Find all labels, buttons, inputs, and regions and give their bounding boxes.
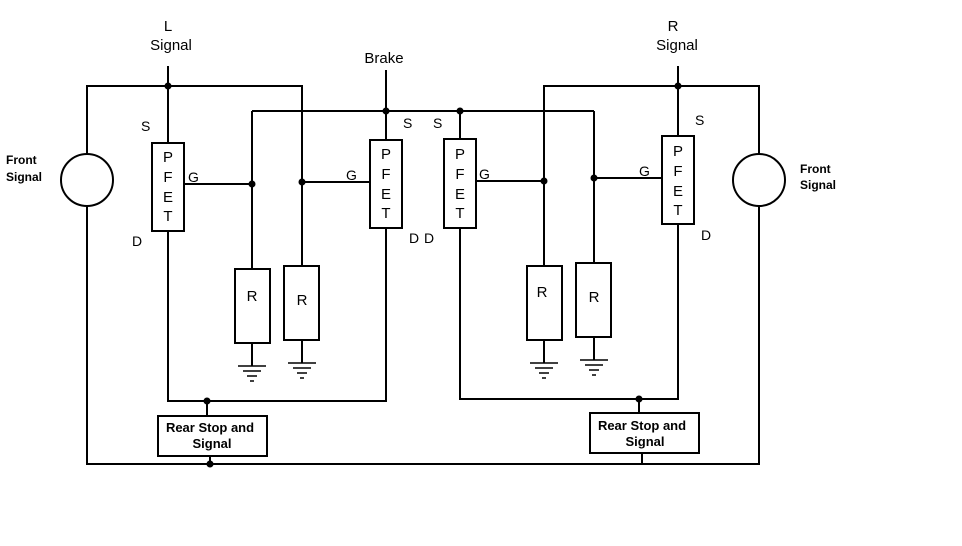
pfet-letter: F bbox=[163, 169, 172, 186]
resistor-3: R bbox=[526, 265, 563, 341]
pin-g-label: G bbox=[479, 166, 490, 182]
pfet-letter: P bbox=[381, 146, 391, 163]
pfet-letter: E bbox=[673, 183, 683, 200]
l-signal-label-line1: L bbox=[164, 18, 172, 35]
pfet-letter: P bbox=[673, 143, 683, 160]
ground-icon bbox=[288, 362, 316, 379]
pfet-1: P F E T bbox=[151, 142, 185, 232]
pfet-letter: F bbox=[455, 166, 464, 183]
rear-left-line2: Signal bbox=[192, 436, 231, 451]
pfet-letter: T bbox=[381, 205, 390, 222]
pfet-letter: P bbox=[163, 149, 173, 166]
front-signal-right-label-line1: Front bbox=[800, 162, 831, 176]
ground-icon bbox=[238, 365, 266, 382]
pin-s-label: S bbox=[403, 115, 412, 131]
rear-left-line1: Rear Stop and bbox=[166, 420, 254, 435]
pin-s-label: S bbox=[695, 112, 704, 128]
front-signal-left-label-line2: Signal bbox=[6, 170, 42, 184]
pfet-letter: F bbox=[381, 166, 390, 183]
pfet-letter: T bbox=[673, 202, 682, 219]
pfet-letter: P bbox=[455, 146, 465, 163]
pfet-4: P F E T bbox=[661, 135, 695, 225]
pfet-letter: F bbox=[673, 163, 682, 180]
pin-d-label: D bbox=[132, 233, 142, 249]
pin-g-label: G bbox=[639, 163, 650, 179]
rear-right-line1: Rear Stop and bbox=[598, 418, 686, 433]
pin-d-label: D bbox=[424, 230, 434, 246]
ground-icon bbox=[530, 362, 558, 379]
resistor-label: R bbox=[297, 292, 308, 309]
pin-s-label: S bbox=[433, 115, 442, 131]
ground-icon bbox=[580, 359, 608, 376]
pfet-letter: E bbox=[163, 189, 173, 206]
pfet-3: P F E T bbox=[443, 138, 477, 229]
resistor-4: R bbox=[575, 262, 612, 338]
resistor-label: R bbox=[537, 284, 548, 301]
brake-label: Brake bbox=[364, 50, 403, 67]
front-signal-right-label-line2: Signal bbox=[800, 178, 836, 192]
front-signal-left-lamp bbox=[60, 153, 114, 207]
resistor-label: R bbox=[589, 289, 600, 306]
rear-stop-signal-left: Rear Stop and Signal bbox=[157, 415, 268, 457]
r-signal-label-line2: Signal bbox=[656, 37, 698, 54]
resistor-2: R bbox=[283, 265, 320, 341]
resistor-1: R bbox=[234, 268, 271, 344]
rear-right-line2: Signal bbox=[625, 434, 664, 449]
pfet-letter: E bbox=[455, 186, 465, 203]
pfet-letter: E bbox=[381, 186, 391, 203]
front-signal-left-label-line1: Front bbox=[6, 153, 37, 167]
resistor-label: R bbox=[247, 288, 258, 305]
pin-g-label: G bbox=[346, 167, 357, 183]
pin-d-label: D bbox=[409, 230, 419, 246]
front-signal-right-lamp bbox=[732, 153, 786, 207]
pfet-2: P F E T bbox=[369, 139, 403, 229]
pfet-letter: T bbox=[455, 205, 464, 222]
l-signal-label-line2: Signal bbox=[150, 37, 192, 54]
pin-s-label: S bbox=[141, 118, 150, 134]
rear-stop-signal-right: Rear Stop and Signal bbox=[589, 412, 700, 454]
r-signal-label-line1: R bbox=[668, 18, 679, 35]
pin-d-label: D bbox=[701, 227, 711, 243]
pin-g-label: G bbox=[188, 169, 199, 185]
wires bbox=[86, 66, 760, 465]
junction-dots bbox=[164, 82, 682, 468]
pfet-letter: T bbox=[163, 208, 172, 225]
